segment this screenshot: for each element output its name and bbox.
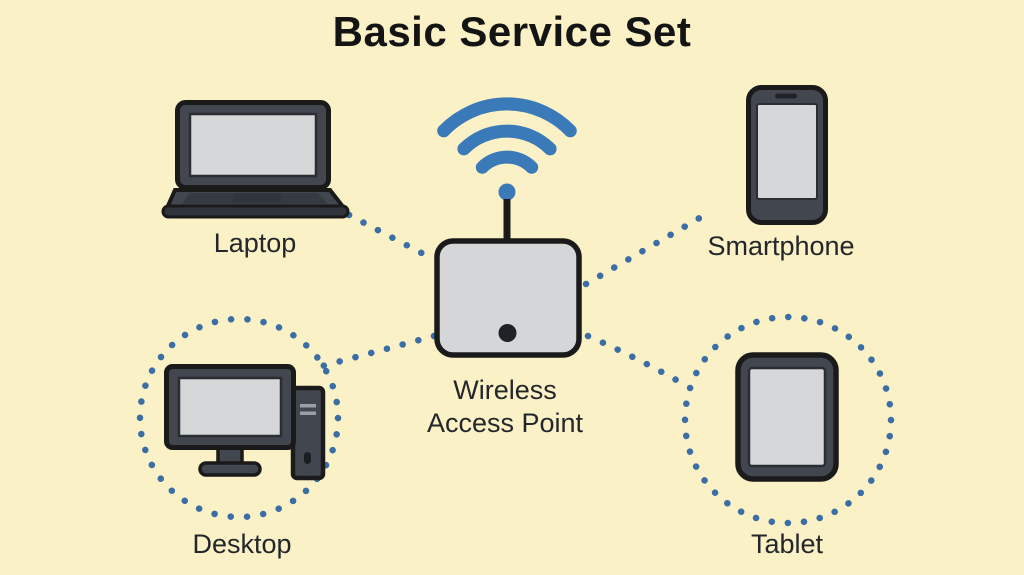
tablet-screen [747, 366, 827, 468]
laptop-bottom-bar [161, 204, 350, 219]
wifi-signal-icon [437, 97, 577, 174]
tablet-label: Tablet [750, 529, 824, 559]
desktop-tower-vent [300, 404, 316, 408]
wifi-arc-middle [457, 124, 557, 156]
wifi-arc-outer [437, 97, 577, 138]
smartphone-icon [746, 85, 828, 225]
wireless-access-point-icon [434, 97, 582, 358]
tablet-icon [735, 352, 839, 482]
wifi-arc-inner [475, 150, 539, 174]
smartphone-speaker [775, 93, 797, 99]
desktop-screen [177, 376, 283, 438]
coverage-circle-desktop [136, 315, 342, 521]
connection-line-smartphone [582, 212, 707, 288]
diagram-title: Basic Service Set [332, 8, 692, 55]
desktop-tower-button [304, 452, 311, 464]
laptop-touchpad [233, 193, 281, 203]
wifi-dot [498, 183, 516, 201]
connection-line-tablet [584, 332, 691, 390]
access-point-led [498, 324, 517, 342]
desktop-stand-base [198, 461, 262, 477]
desktop-label: Desktop [192, 529, 292, 559]
desktop-computer-icon [164, 364, 326, 481]
connection-line-laptop [345, 211, 437, 263]
laptop-screen [188, 112, 318, 178]
laptop-label: Laptop [213, 228, 297, 258]
desktop-tower-vent [300, 411, 316, 415]
access-point-label-line2: Access Point [426, 408, 584, 438]
access-point-label-line1: Wireless [453, 375, 557, 405]
smartphone-label: Smartphone [707, 231, 855, 261]
connection-line-desktop [311, 332, 438, 372]
access-point-box [434, 238, 582, 358]
desktop-tower [290, 385, 326, 481]
laptop-icon [161, 100, 350, 219]
access-point-label: Wireless Access Point [395, 374, 615, 440]
coverage-circle-tablet [681, 313, 895, 527]
smartphone-screen [756, 103, 818, 200]
